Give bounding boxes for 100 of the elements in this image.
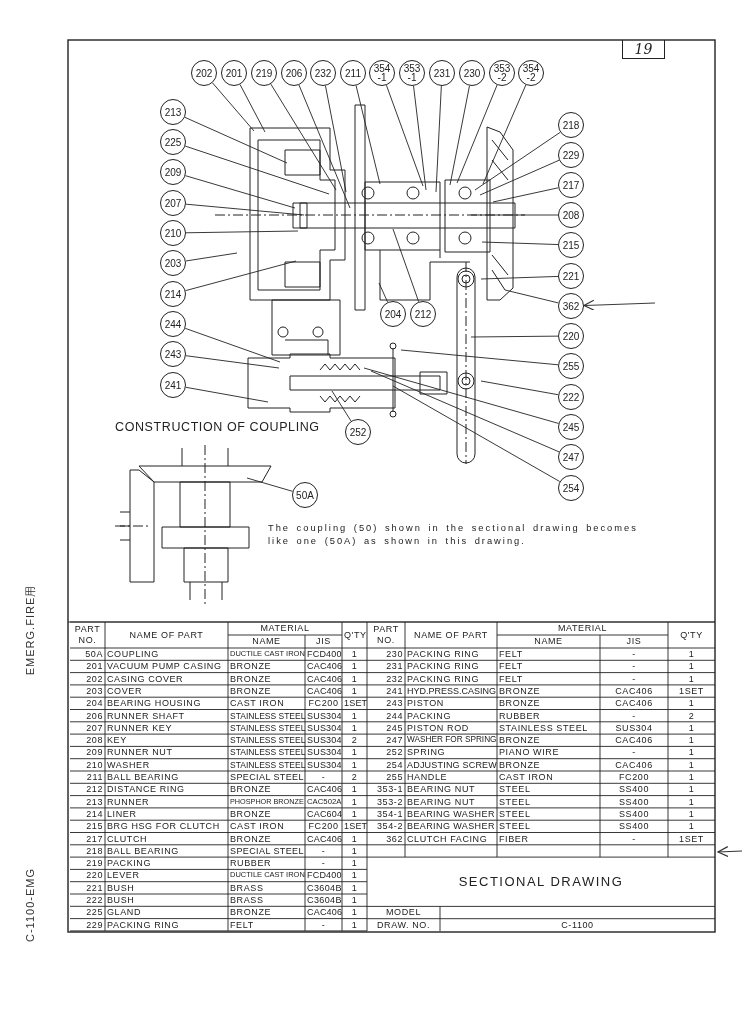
leader-line xyxy=(185,230,299,234)
callout-number: 207 xyxy=(160,190,186,216)
leader-line xyxy=(298,84,351,209)
callout-number: 206 xyxy=(281,60,307,86)
leader-line xyxy=(184,327,281,363)
part-number: 254 xyxy=(385,758,404,771)
quantity: 1 xyxy=(350,795,359,808)
material-name: BRONZE xyxy=(229,832,273,845)
jis-code: CAC406 xyxy=(306,832,342,845)
callout-number: 354 -2 xyxy=(518,60,544,86)
callout-number: 222 xyxy=(558,384,584,410)
callout-number: 245 xyxy=(558,414,584,440)
part-number: 225 xyxy=(85,906,104,919)
material-name: STAINLESS STEEL xyxy=(229,721,305,735)
jis-code: CAC406 xyxy=(306,672,342,685)
quantity: 1 xyxy=(350,758,359,771)
part-number: 230 xyxy=(385,648,404,661)
part-number: 354-2 xyxy=(375,820,404,833)
callout-number: 247 xyxy=(558,444,584,470)
material-name: CAST IRON xyxy=(229,820,286,833)
material-name: BRONZE xyxy=(229,660,273,673)
callout-number: 353 -2 xyxy=(489,60,515,86)
column-header: NAME xyxy=(251,635,282,648)
part-name: WASHER FOR SPRING xyxy=(406,734,497,747)
jis-code: SS400 xyxy=(618,783,650,796)
part-number: 229 xyxy=(85,918,104,931)
callout-number: 229 xyxy=(558,142,584,168)
quantity: 1 xyxy=(687,734,696,747)
leader-line xyxy=(246,477,293,492)
callout-number: 252 xyxy=(345,419,371,445)
part-number: 353-2 xyxy=(375,795,404,808)
leader-line xyxy=(325,85,347,193)
material-name: RUBBER xyxy=(498,709,542,722)
quantity: 1SET xyxy=(678,684,705,698)
callout-number: 50A xyxy=(292,482,318,508)
jis-code: SS400 xyxy=(618,820,650,833)
leader-line xyxy=(185,175,296,209)
jis-code: C3604B xyxy=(306,894,342,907)
part-number: 247 xyxy=(385,734,404,747)
part-number: 201 xyxy=(85,660,104,673)
part-number: 245 xyxy=(385,721,404,735)
quantity: 1 xyxy=(687,771,696,784)
column-header: PART NO. xyxy=(372,623,400,647)
jis-code: - xyxy=(631,672,637,685)
material-name: PIANO WIRE xyxy=(498,746,560,759)
callout-number: 254 xyxy=(558,475,584,501)
part-name: PACKING xyxy=(106,857,153,870)
leader-line xyxy=(355,85,381,185)
quantity: 1 xyxy=(350,672,359,685)
part-number: 241 xyxy=(385,684,404,698)
leader-line xyxy=(474,131,561,191)
column-header: PART NO. xyxy=(73,623,102,647)
part-name: BALL BEARING xyxy=(106,771,180,784)
quantity: 1 xyxy=(687,660,696,673)
column-header: MATERIAL xyxy=(259,622,311,635)
callout-number: 225 xyxy=(160,129,186,155)
material-name: SPECIAL STEEL xyxy=(229,844,305,858)
callout-number: 241 xyxy=(160,372,186,398)
material-name: STAINLESS STEEL xyxy=(229,734,305,747)
callout-number: 212 xyxy=(410,301,436,327)
callout-number: 230 xyxy=(459,60,485,86)
material-name: BRONZE xyxy=(498,758,542,771)
part-number: 208 xyxy=(85,734,104,747)
part-number: 204 xyxy=(85,697,104,710)
jis-code: - xyxy=(631,832,637,845)
part-number: 214 xyxy=(85,807,104,821)
leader-line xyxy=(400,349,559,366)
material-name: SPECIAL STEEL xyxy=(229,771,305,784)
callout-number: 219 xyxy=(251,60,277,86)
jis-code: FCD400 xyxy=(306,869,342,882)
quantity: 1 xyxy=(350,918,359,931)
leader-line xyxy=(504,289,559,304)
quantity: 1 xyxy=(350,832,359,845)
jis-code: SS400 xyxy=(618,795,650,808)
part-number: 232 xyxy=(385,672,404,685)
jis-code: CAC604 xyxy=(306,807,342,821)
jis-code: - xyxy=(631,648,637,661)
part-name: PISTON xyxy=(406,697,445,710)
title-block-label: DRAW. NO. xyxy=(375,918,432,931)
part-number: 255 xyxy=(385,771,404,784)
callout-number: 221 xyxy=(558,263,584,289)
leader-line xyxy=(435,85,442,193)
leader-line xyxy=(470,335,559,338)
note-text: The coupling (50) shown in the sectional drawing becomes like one (50A) as shown in this drawing. xyxy=(268,522,639,548)
callout-number: 362 xyxy=(558,293,584,319)
material-name: FELT xyxy=(498,672,524,685)
quantity: 1 xyxy=(350,869,359,882)
part-name: SPRING xyxy=(406,746,447,759)
quantity: 1 xyxy=(350,857,359,870)
jis-code: - xyxy=(320,918,327,931)
quantity: 1 xyxy=(687,648,696,661)
part-number: 217 xyxy=(85,832,104,845)
jis-code: - xyxy=(320,844,327,858)
callout-number: 231 xyxy=(429,60,455,86)
part-name: LINER xyxy=(106,807,138,821)
quantity: 1 xyxy=(350,660,359,673)
quantity: 1 xyxy=(687,746,696,759)
jis-code: SUS304 xyxy=(614,721,654,735)
material-name: BRONZE xyxy=(229,684,273,698)
material-name: BRONZE xyxy=(498,734,542,747)
